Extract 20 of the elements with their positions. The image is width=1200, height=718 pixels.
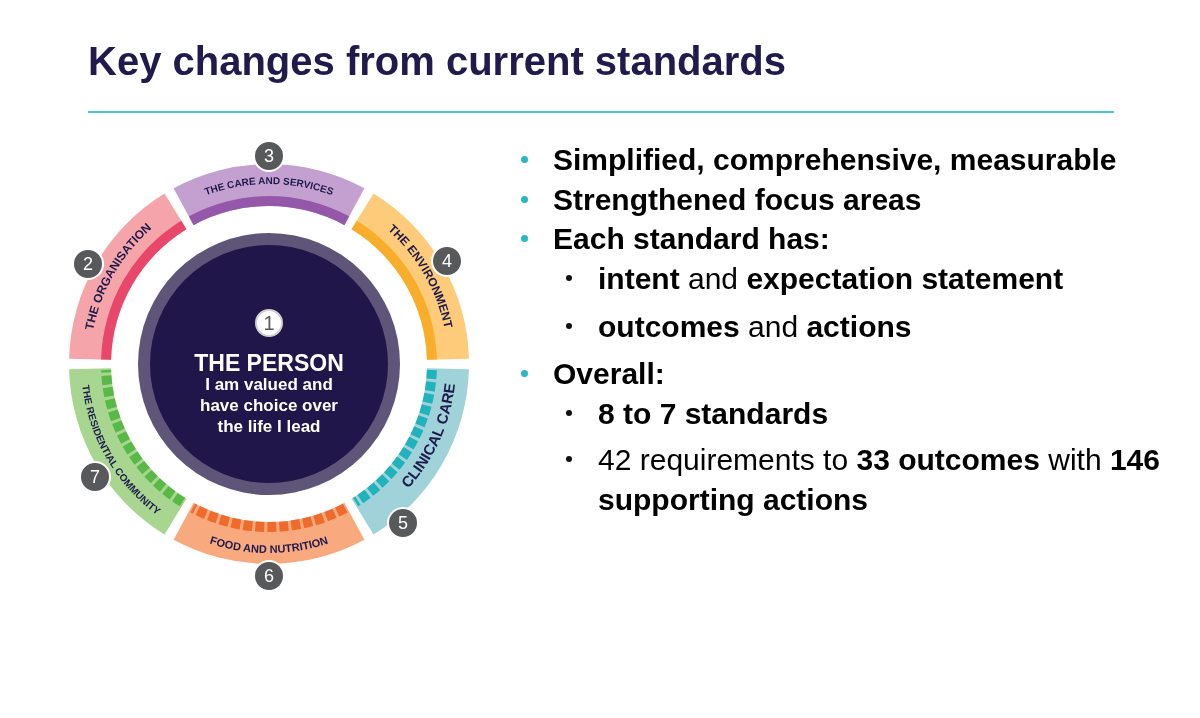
bullet-text: Overall: — [553, 356, 665, 392]
bullet-text: Each standard has: — [553, 221, 830, 257]
circle-heading: THE PERSON — [194, 350, 344, 376]
bullet-text: Simplified, comprehensive, measurable — [553, 142, 1117, 178]
ring-segment — [173, 502, 365, 564]
bullet-text: Strengthened focus areas — [553, 182, 922, 218]
number-badge: 6 — [253, 560, 285, 592]
number-badge: 3 — [253, 140, 285, 172]
ring-segment — [69, 368, 187, 535]
ring-segment — [351, 368, 469, 535]
bullet-text: outcomes and actions — [598, 309, 912, 345]
ring-segment — [173, 164, 365, 226]
bullet-text: 8 to 7 standards — [598, 396, 829, 432]
bullet-text: 42 requirements to 33 outcomes with 146 supporting actions — [598, 442, 1161, 518]
segment-label: THE CARE AND SERVICES — [203, 175, 335, 198]
circle-text: I am valued and have choice over the life I lead — [199, 374, 339, 437]
slide-title: Key changes from current standards — [88, 38, 786, 85]
bullet-text: intent and expectation statement — [598, 261, 1064, 297]
segment-label: FOOD AND NUTRITION — [208, 533, 330, 556]
number-badge: 5 — [387, 507, 419, 539]
